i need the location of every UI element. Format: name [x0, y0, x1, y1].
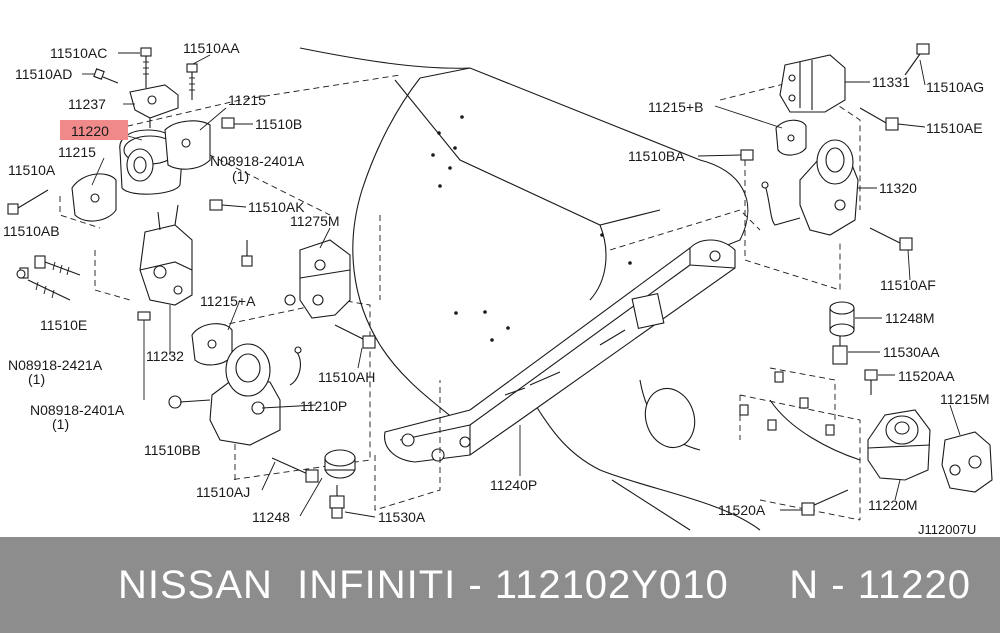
left-mount-assembly	[7, 47, 376, 519]
insulator-11220M	[867, 409, 931, 481]
label-11520AA: 11520AA	[898, 368, 955, 384]
bolt-11520A	[801, 489, 849, 516]
vehicle-body-outline	[299, 47, 861, 531]
label-11520A: 11520A	[718, 502, 766, 518]
label-11320: 11320	[879, 180, 917, 196]
label-11510A: 11510A	[8, 162, 56, 178]
label-11248: 11248	[252, 509, 290, 525]
bracket-11215M	[941, 431, 993, 493]
nut-11510BA	[740, 149, 754, 161]
right-mount-assembly	[739, 43, 993, 516]
label-11275M: 11275M	[290, 213, 340, 229]
label-11510AD: 11510AD	[15, 66, 72, 82]
bolt-11510AB	[34, 255, 81, 276]
label-08918-2401A-bot: N08918-2401A	[30, 402, 125, 418]
stopper-11248	[324, 449, 356, 479]
label-11215A: 11215+A	[200, 293, 256, 309]
bolt-11510AD	[93, 68, 119, 84]
washer-08918-2421A	[16, 269, 26, 279]
bolt-11510AH	[334, 324, 376, 349]
label-11215B: 11215+B	[648, 99, 703, 115]
label-11215-left: 11215	[58, 144, 96, 160]
bolt-11510AF	[869, 227, 913, 251]
label-11331: 11331	[872, 74, 910, 90]
label-qty-bot: (1)	[52, 416, 69, 432]
parts-diagram: 11510AC 11510AA 11510AD 11237 11215 1122…	[3, 40, 993, 537]
label-11510AK: 11510AK	[248, 199, 305, 215]
nut-11510BB	[168, 395, 182, 409]
label-11510AH: 11510AH	[318, 369, 375, 385]
bolt-11510AA	[186, 63, 198, 100]
label-qty-2421: (1)	[28, 371, 45, 387]
bracket-11232	[139, 204, 193, 306]
bolt-11530AA	[832, 336, 848, 365]
studs	[739, 371, 835, 436]
label-11510AG: 11510AG	[926, 79, 984, 95]
crossmember-11240P	[384, 239, 736, 463]
bolt-11510AC	[140, 47, 152, 88]
label-11510AJ: 11510AJ	[196, 484, 250, 500]
footer-part-number: NISSAN INFINITI - 112102Y010 N - 11220	[118, 562, 971, 607]
stopper-11248M	[829, 301, 855, 337]
label-qty-top: (1)	[232, 168, 249, 184]
label-11210P: 11210P	[300, 398, 347, 414]
label-11530A: 11530A	[378, 509, 426, 525]
bracket-11331	[779, 54, 846, 113]
label-11510AE: 11510AE	[926, 120, 983, 136]
label-08918-2401A-top: N08918-2401A	[210, 153, 305, 169]
label-11220M: 11220M	[868, 497, 918, 513]
label-11510AC: 11510AC	[50, 45, 107, 61]
label-11510BA: 11510BA	[628, 148, 685, 164]
bolt-11510A	[7, 189, 49, 215]
dashed-group-lines	[59, 74, 861, 521]
label-11530AA: 11530AA	[883, 344, 940, 360]
label-11510AF: 11510AF	[880, 277, 936, 293]
label-11220: 11220	[71, 123, 109, 139]
insulator-11210P	[209, 343, 302, 446]
bolt-11520AA	[864, 369, 878, 395]
label-08918-2421A: N08918-2421A	[8, 357, 103, 373]
nut-11510AK	[209, 199, 223, 211]
label-11232: 11232	[146, 348, 184, 364]
nut-11510B	[221, 117, 235, 129]
diagram-code: J112007U	[918, 522, 976, 537]
bolt-11510AG	[904, 43, 930, 76]
bolt-11510E	[19, 267, 71, 301]
label-11510AB: 11510AB	[3, 223, 60, 239]
label-11510AA: 11510AA	[183, 40, 240, 56]
part-labels: 11510AC 11510AA 11510AD 11237 11215 1122…	[3, 40, 990, 537]
bolt-11530A	[329, 485, 345, 519]
bracket-11275M	[284, 239, 351, 319]
label-11248M: 11248M	[885, 310, 935, 326]
washer-08918-2401A	[137, 311, 151, 321]
leader-lines	[82, 52, 961, 518]
label-11510B: 11510B	[255, 116, 302, 132]
label-11510BB: 11510BB	[144, 442, 201, 458]
bolt-11232-stud	[241, 240, 253, 267]
bolt-11510AJ	[271, 457, 319, 483]
highlight-box-11220	[60, 120, 128, 140]
label-11237: 11237	[68, 96, 106, 112]
label-11215-top: 11215	[228, 92, 266, 108]
insulator-11320	[761, 139, 859, 236]
label-11510E: 11510E	[40, 317, 87, 333]
footer-bar: NISSAN INFINITI - 112102Y010 N - 11220	[0, 537, 1000, 633]
label-11240P: 11240P	[490, 477, 537, 493]
label-11215M: 11215M	[940, 391, 990, 407]
bolt-11510AE	[859, 107, 899, 131]
